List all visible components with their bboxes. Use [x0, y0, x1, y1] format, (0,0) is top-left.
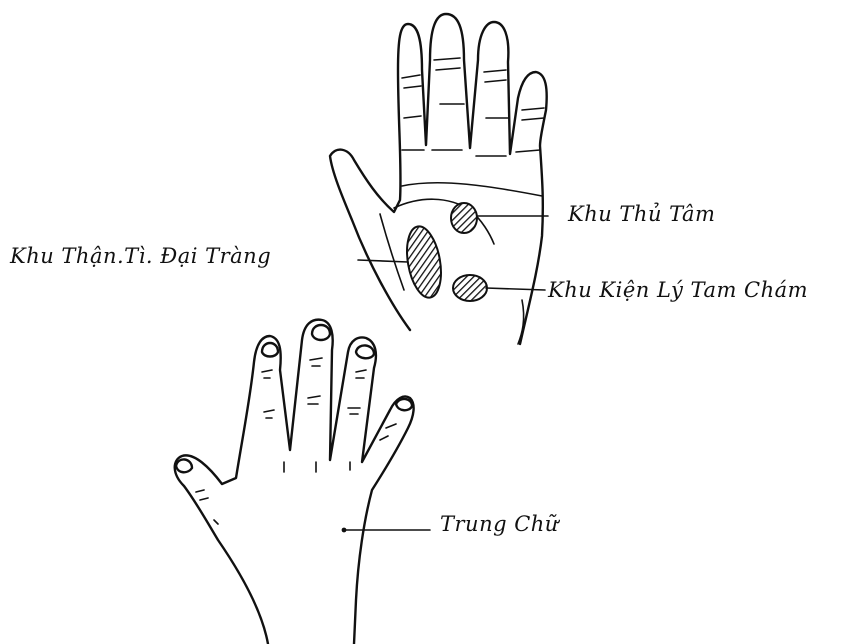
zone-kien-ly [453, 275, 487, 301]
label-khu-kien-ly-tam-cham: Khu Kiện Lý Tam Chám [548, 278, 808, 302]
label-trung-chu: Trung Chữ [440, 512, 559, 536]
palm-outline [330, 14, 547, 344]
label-khu-than-ti-dai-trang: Khu Thận.Tì. Đại Tràng [10, 244, 271, 268]
label-khu-thu-tam: Khu Thủ Tâm [568, 202, 715, 226]
back-hand-outline [175, 320, 414, 644]
leader-kien [486, 288, 545, 290]
back-hand [175, 320, 430, 644]
palm-hand [330, 14, 548, 344]
zone-thu-tam [451, 203, 477, 233]
leader-than [358, 260, 408, 262]
